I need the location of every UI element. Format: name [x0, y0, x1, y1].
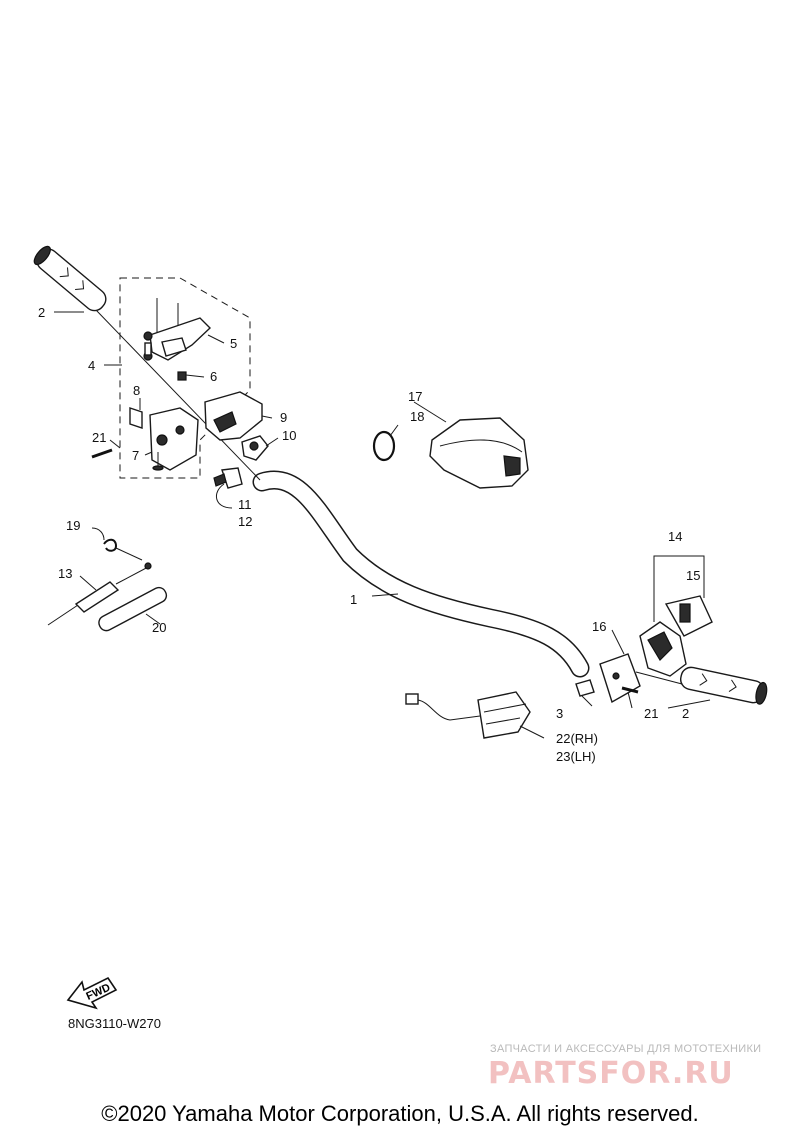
handlebar [252, 470, 590, 678]
callout-bracket: 7 [132, 448, 139, 463]
grip-warmer [405, 691, 531, 739]
switch-cover [599, 653, 641, 704]
callout-protector-tube: 20 [152, 620, 166, 635]
spring [177, 371, 187, 381]
watermark-logo: PARTSFOR.RU [488, 1056, 734, 1091]
cable-clip-line [115, 547, 143, 561]
callout-warmer-lh: 23(LH) [556, 749, 596, 764]
callout-throttle-stop: 3 [556, 706, 563, 721]
switch-assembly [639, 595, 713, 677]
callout-grip-right: 2 [682, 706, 689, 721]
callout-grip-left: 2 [38, 305, 45, 320]
callout-lever: 5 [230, 336, 237, 351]
copyright-notice: ©2020 Yamaha Motor Corporation, U.S.A. A… [101, 1101, 699, 1126]
callout-switch-assembly: 14 [668, 529, 682, 544]
callout-cable-clip: 19 [66, 518, 80, 533]
callout-cable-holder: 10 [282, 428, 296, 443]
throttle-cover [204, 391, 263, 441]
cable-clip [103, 538, 118, 552]
right-shaft-line [635, 671, 683, 685]
callout-spring: 6 [210, 369, 217, 384]
callout-clip-ring: 18 [410, 409, 424, 424]
callout-switch-cover: 16 [592, 619, 606, 634]
callout-lever-assembly: 4 [88, 358, 95, 373]
figure-code: 8NG3110-W270 [68, 1016, 161, 1031]
leader-lines [54, 311, 711, 739]
callout-screw-right: 21 [644, 706, 658, 721]
callout-throttle-cable: 13 [58, 566, 72, 581]
callout-handlebar: 1 [350, 592, 357, 607]
cable-end [213, 467, 243, 489]
left-shaft-line [95, 309, 261, 481]
throttle-stop [575, 679, 595, 697]
fwd-arrow-icon: FWD [66, 976, 118, 1010]
screw-right [621, 686, 639, 694]
left-grip [33, 245, 107, 312]
callout-warmer-rh: 22(RH) [556, 731, 598, 746]
watermark-caption: ЗАПЧАСТИ И АКСЕССУАРЫ ДЛЯ МОТОТЕХНИКИ [490, 1043, 762, 1055]
callout-switch-sub: 15 [686, 568, 700, 583]
cable-holder [241, 435, 269, 461]
callout-cable-end: 11 [238, 497, 252, 512]
lever [143, 298, 212, 361]
handle-pad [429, 417, 529, 489]
callout-cable-bolt: 12 [238, 514, 252, 529]
bracket [149, 407, 199, 471]
callout-handle-pad: 17 [408, 389, 422, 404]
screw-left [91, 448, 113, 459]
clip-ring [372, 430, 396, 462]
switch-bracket-line [653, 555, 705, 622]
throttle-cable [47, 562, 152, 626]
callout-throttle-cover: 9 [280, 410, 287, 425]
right-grip [679, 666, 768, 705]
callout-plate: 8 [133, 383, 140, 398]
callout-screw-left: 21 [92, 430, 106, 445]
plate [129, 407, 143, 429]
protector-tube [98, 586, 168, 632]
lever-assembly-boundary [119, 277, 251, 479]
